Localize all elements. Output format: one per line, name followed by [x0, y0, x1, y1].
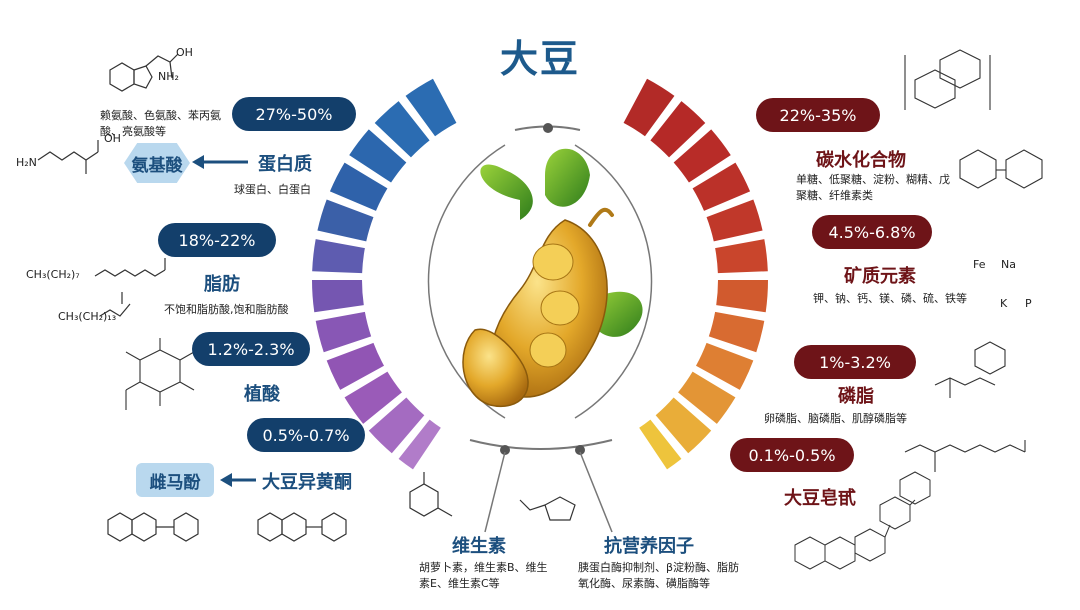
protein-sub: 球蛋白、白蛋白 [234, 183, 311, 196]
right-arc-segment [673, 129, 731, 183]
equol-tag: 雌马酚 [136, 463, 214, 497]
left-arc-segment [317, 199, 374, 242]
left-arc-segment [405, 78, 457, 137]
page-title: 大豆 [499, 37, 580, 81]
vitamin-sub: 胡萝卜素，维生素B、维生素E、维生素C等 [419, 561, 548, 590]
phospholipid-label: 磷脂 [838, 386, 874, 407]
bottom-dot-left [500, 445, 510, 455]
fat-sub: 不饱和脂肪酸,饱和脂肪酸 [164, 303, 289, 316]
arrow-left-icon [220, 473, 256, 487]
element-fe: Fe [973, 258, 986, 271]
right-arc-segment [692, 162, 751, 211]
right-arc-segment [715, 239, 768, 274]
right-arc-segment [716, 280, 768, 313]
right-arc-segment [623, 78, 675, 137]
molecule-label: H₂N [16, 156, 37, 169]
right-arc-segment [678, 371, 736, 424]
phytic-label: 植酸 [244, 384, 280, 405]
amino-acid-tag: 氨基酸 [124, 143, 190, 183]
fat-label: 脂肪 [204, 274, 240, 295]
left-arc-segment [329, 162, 388, 211]
molecule-pyridoxine [409, 472, 453, 517]
saponin-percent-pill: 0.1%-0.5% [730, 438, 854, 472]
left-arc-segment [344, 371, 402, 424]
right-arc-segment [639, 419, 682, 470]
left-segment-group [312, 78, 457, 470]
molecule-ascorbic-acid [519, 496, 576, 521]
mineral-sub: 钾、钠、钙、镁、磷、硫、铁等 [813, 292, 967, 305]
connector-anti [579, 451, 613, 533]
top-arc-dot [543, 123, 553, 133]
anti-nutrient-label: 抗营养因子 [604, 536, 694, 557]
left-arc-segment [374, 101, 430, 158]
soybean-pod-icon [462, 148, 643, 408]
right-arc-segment [655, 397, 712, 454]
molecule-oleic-acid [94, 258, 166, 277]
left-arc-segment [349, 129, 407, 183]
molecule-phytic-acid [125, 338, 195, 410]
element-p: P [1025, 297, 1032, 310]
carb-percent-pill: 22%-35% [756, 98, 880, 132]
left-arc-segment [312, 239, 365, 274]
saponin-label: 大豆皂甙 [784, 488, 856, 509]
carb-label: 碳水化合物 [816, 150, 906, 171]
phospholipid-sub: 卵磷脂、脑磷脂、肌醇磷脂等 [764, 412, 907, 425]
molecule-disaccharide [959, 149, 1043, 189]
protein-label: 蛋白质 [258, 154, 312, 175]
molecule-lysine [37, 140, 99, 174]
molecule-equol [107, 512, 199, 542]
vitamin-label: 维生素 [452, 536, 506, 557]
molecule-label: NH₂ [158, 70, 179, 83]
inner-arc-right [574, 144, 653, 419]
right-arc-segment [695, 342, 754, 390]
molecule-glucose-chain [904, 49, 991, 110]
mineral-label: 矿质元素 [844, 266, 916, 287]
isoflavone-label: 大豆异黄酮 [262, 472, 352, 493]
right-arc-segment [708, 311, 765, 353]
molecule-palmitic-acid [99, 292, 131, 317]
fat-percent-pill: 18%-22% [158, 223, 276, 257]
phospholipid-percent-pill: 1%-3.2% [794, 345, 916, 379]
bottom-arc [469, 439, 613, 450]
anti-nutrient-sub: 胰蛋白酶抑制剂、β淀粉酶、脂肪氧化酶、尿素酶、磺脂酶等 [578, 561, 740, 590]
amino-acid-list: 赖氨酸、色氨酸、苯丙氨酸、亮氨酸等 [100, 109, 221, 138]
molecule-isoflavone [257, 512, 347, 542]
molecule-phosphatidylcholine [904, 440, 1026, 472]
molecule-phosphatidylinositol [934, 341, 1006, 398]
left-arc-segment [398, 419, 441, 470]
isoflavone-percent-pill: 0.5%-0.7% [247, 418, 365, 452]
molecule-label: OH [104, 132, 121, 145]
left-arc-segment [315, 311, 372, 353]
molecule-label: OH [176, 46, 193, 59]
right-arc-segment [706, 199, 763, 242]
bottom-dot-right [575, 445, 585, 455]
left-arc-segment [326, 342, 385, 390]
right-segment-group [623, 78, 768, 470]
right-arc-segment [650, 101, 706, 158]
molecule-saponin [794, 471, 931, 570]
molecule-tryptophan [109, 53, 179, 92]
mineral-percent-pill: 4.5%-6.8% [812, 215, 932, 249]
molecule-label: CH₃(CH₂)₇ [26, 268, 80, 281]
element-k: K [1000, 297, 1008, 310]
protein-percent-pill: 27%-50% [232, 97, 356, 131]
molecule-label: CH₃(CH₂)₁₃ [58, 310, 117, 323]
arrow-left-icon [192, 155, 248, 169]
left-arc-segment [312, 280, 364, 313]
left-arc-segment [368, 397, 425, 454]
phytic-percent-pill: 1.2%-2.3% [192, 332, 310, 366]
connector-vitamin [484, 451, 506, 533]
element-na: Na [1001, 258, 1016, 271]
carb-sub: 单糖、低聚糖、淀粉、糊精、戊聚糖、纤维素类 [796, 173, 950, 202]
